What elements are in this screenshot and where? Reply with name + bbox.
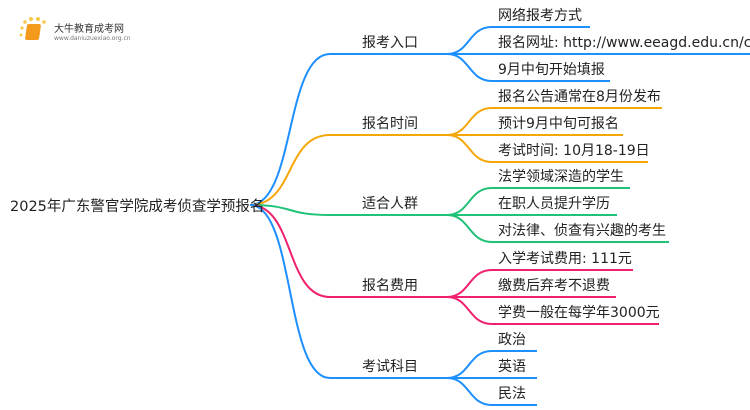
leaf-connector [446,214,669,243]
leaf-topic[interactable]: 政治 [498,332,526,348]
logo-sun-icon [19,17,46,37]
branch-connector [249,204,447,379]
branch-topic[interactable]: 适合人群 [362,196,418,212]
branch-connector [249,204,447,216]
branch-topic[interactable]: 报名时间 [362,116,418,132]
branch-topic[interactable]: 考试科目 [362,359,418,375]
leaf-topic[interactable]: 入学考试费用: 111元 [498,251,632,267]
leaf-connector [446,377,537,406]
leaf-topic[interactable]: 在职人员提升学历 [498,196,610,212]
root-topic[interactable]: 2025年广东警官学院成考侦查学预报名 [10,199,265,215]
leaf-topic[interactable]: 民法 [498,386,526,402]
leaf-connector [446,296,659,325]
branch-connector [249,204,447,298]
logo-name: 大牛教育成考网 [54,24,124,35]
logo-url: www.daniuzuexiao.org.cn [54,35,131,42]
branch-connector [249,53,447,206]
leaf-topic[interactable]: 预计9月中旬可报名 [498,116,619,132]
leaf-topic[interactable]: 缴费后弃考不退费 [498,278,610,294]
leaf-topic[interactable]: 法学领域深造的学生 [498,169,624,185]
leaf-topic[interactable]: 9月中旬开始填报 [498,62,605,78]
leaf-topic[interactable]: 网络报考方式 [498,8,582,24]
leaf-topic[interactable]: 对法律、侦查有兴趣的考生 [498,223,666,239]
branch-topic[interactable]: 报名费用 [362,278,418,294]
leaf-topic[interactable]: 学费一般在每学年3000元 [498,305,660,321]
leaf-topic[interactable]: 报名公告通常在8月份发布 [498,89,661,105]
logo: 大牛教育成考网 www.daniuzuexiao.org.cn [18,16,138,48]
leaf-topic[interactable]: 考试时间: 10月18-19日 [498,143,650,159]
leaf-topic[interactable]: 英语 [498,359,526,375]
leaf-connector [446,53,610,82]
leaf-topic[interactable]: 报名网址: http://www.eeagd.edu.cn/cr [498,35,750,51]
branch-connector [249,134,447,206]
leaf-connector [446,134,648,163]
branch-topic[interactable]: 报考入口 [362,35,418,51]
